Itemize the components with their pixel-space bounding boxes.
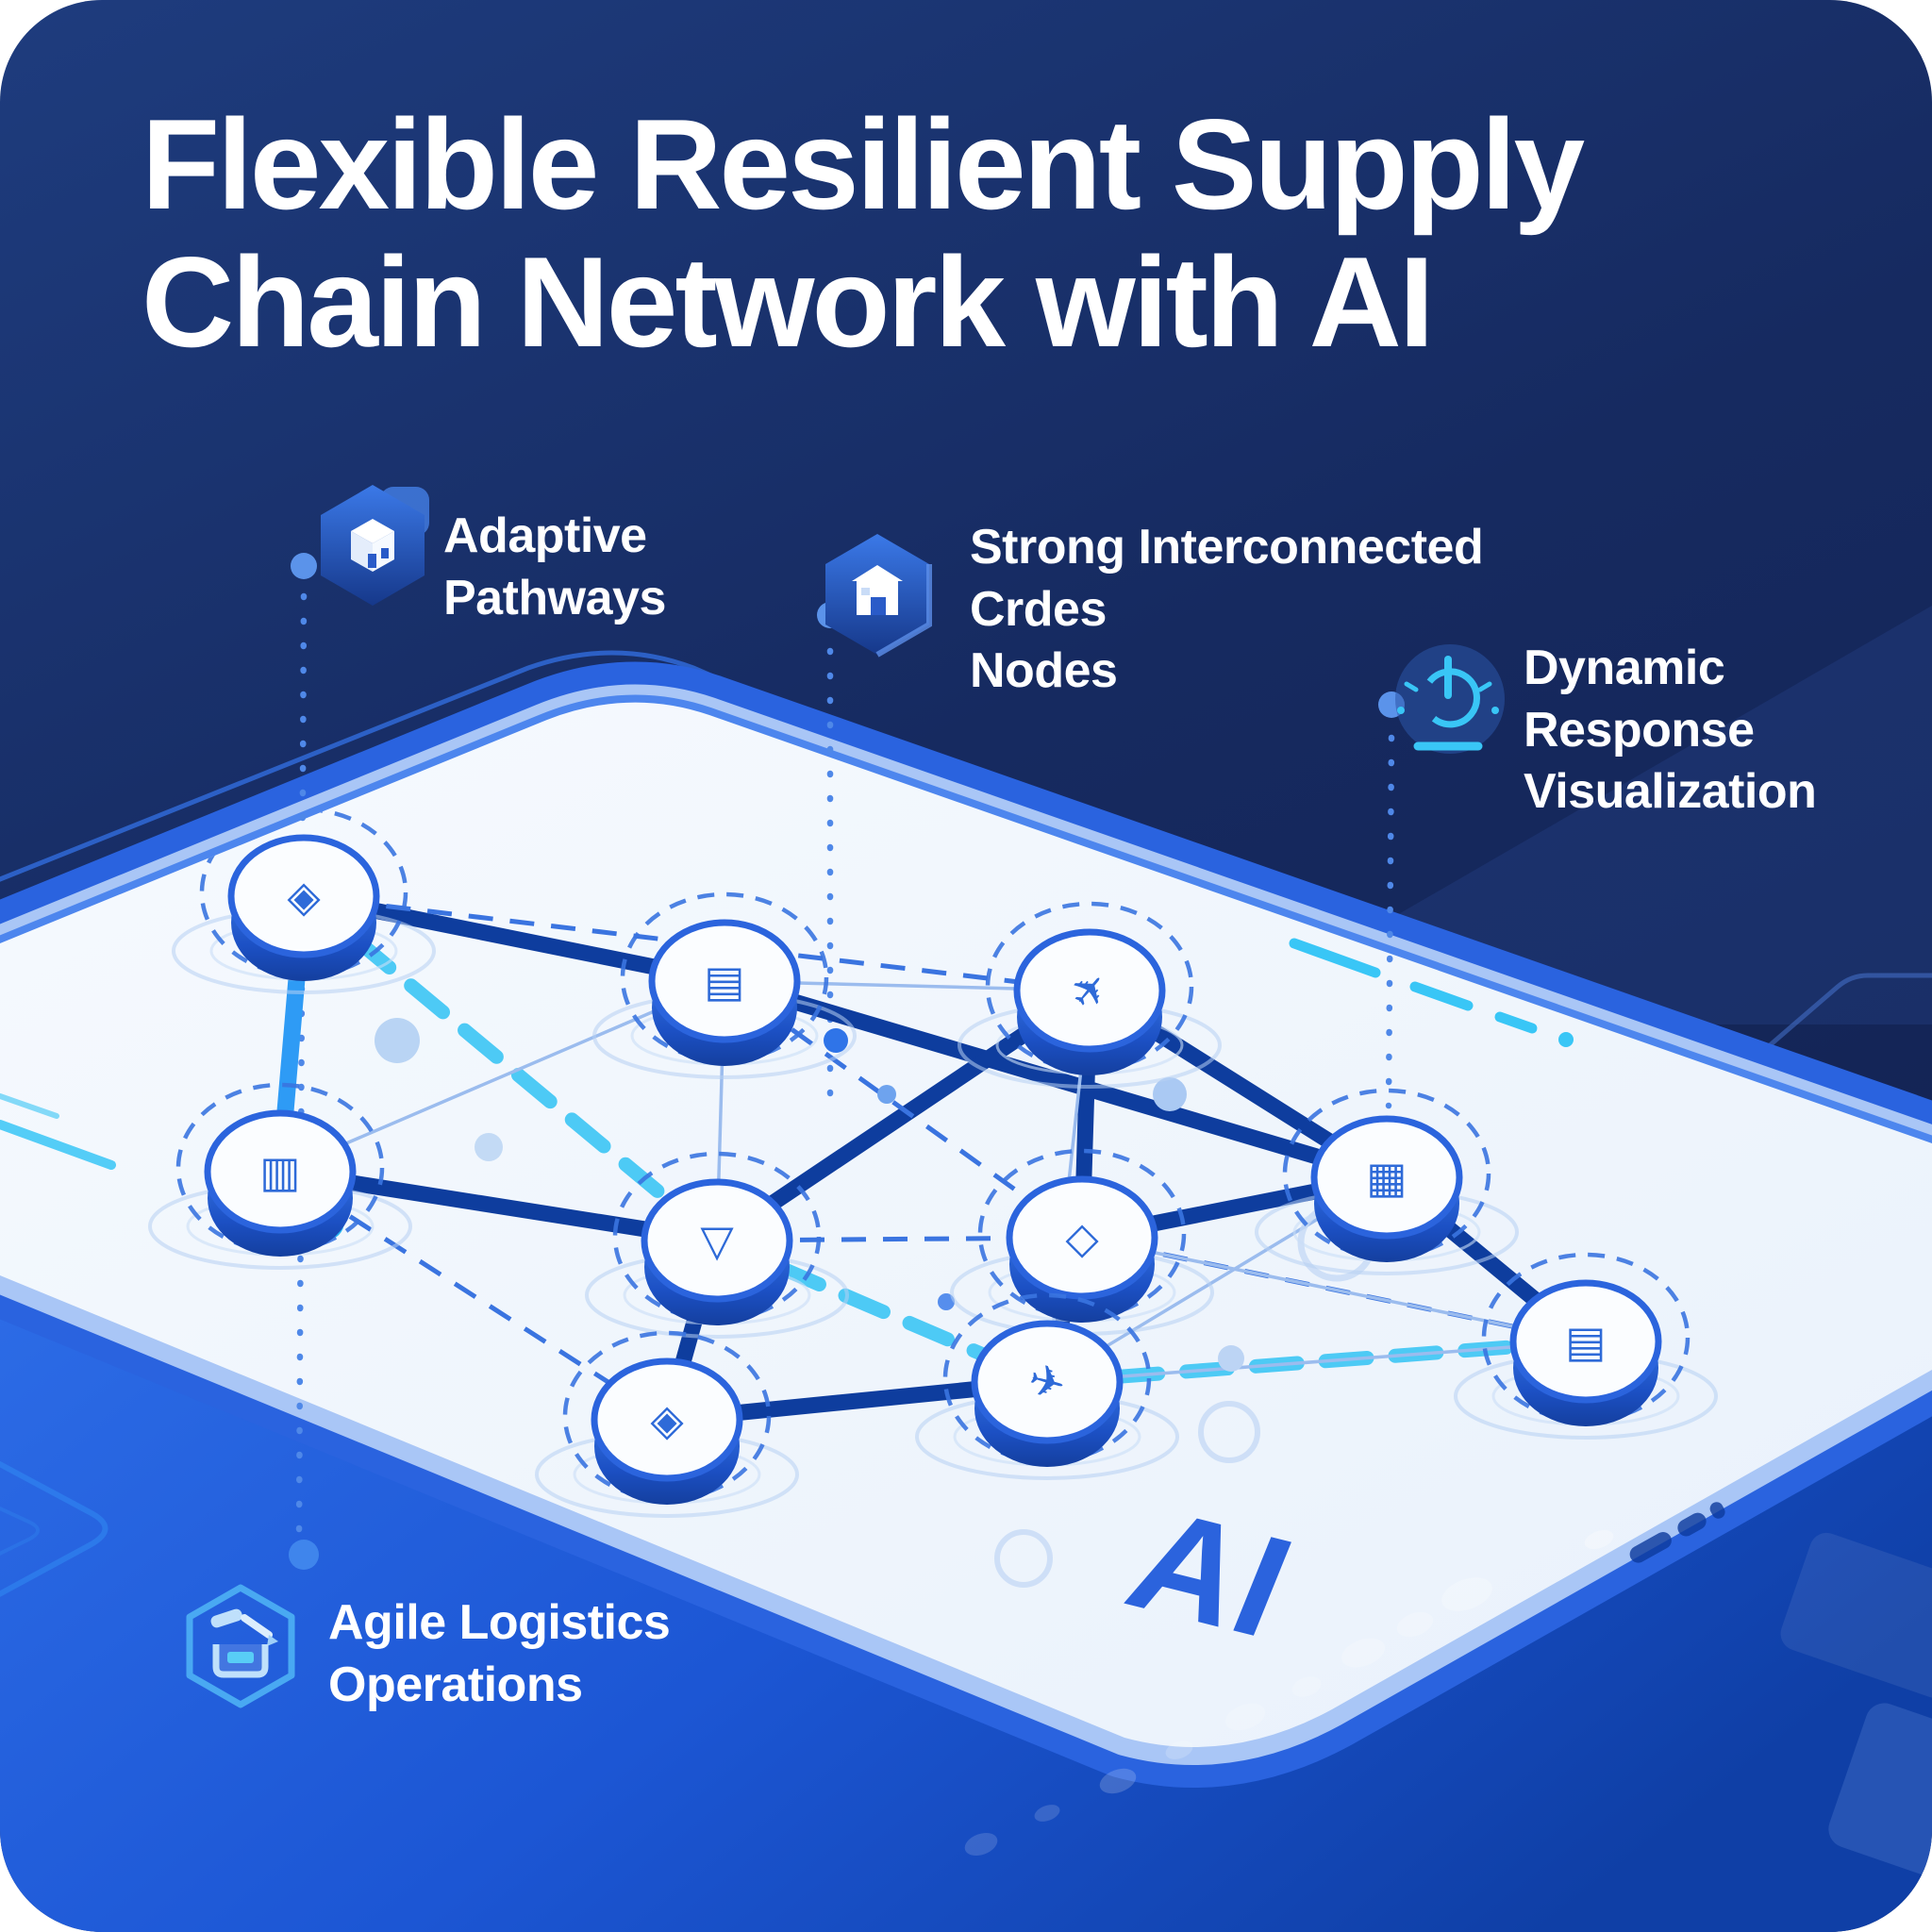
node-cylinder-top (1509, 1279, 1662, 1404)
package-node: ◈ (172, 807, 436, 994)
diamond-node: ◇ (950, 1148, 1214, 1336)
edge-n5-n2 (279, 979, 725, 1174)
title-line-1: Flexible Resilient Supply (142, 92, 1585, 236)
feature-adaptive-pathways: Adaptive Pathways (443, 506, 666, 629)
network-layer: ◈ ▤ ✈ ▦ ▥ ▽ ◇ ◈ ✈ ▤ (0, 807, 1718, 1588)
ghost-ring (1198, 1401, 1260, 1463)
node-dashed-halo (1481, 1252, 1690, 1424)
title-line-2: Chain Network with AI (142, 229, 1435, 374)
server-node: ▥ (148, 1082, 412, 1270)
funnel-node-icon: ▽ (700, 1215, 734, 1266)
cyan-dash (1289, 938, 1381, 978)
package-node-icon: ◈ (287, 871, 321, 922)
server-node-icon: ▥ (259, 1146, 300, 1197)
port-slot (1677, 1512, 1707, 1537)
connector-dot (291, 553, 317, 579)
edge-n5-n8 (278, 1169, 669, 1423)
connector-line-left (295, 592, 308, 1541)
waypoint-dot (475, 1133, 503, 1161)
platform-top-surface (0, 702, 1932, 1747)
port-slots (1629, 1502, 1725, 1563)
gem-node: ◈ (535, 1330, 799, 1518)
node-dashed-halo (942, 1292, 1152, 1464)
node-cylinder-top (641, 1178, 793, 1303)
platform-outline-echo (0, 650, 729, 882)
hexagon-cube-icon (321, 485, 429, 606)
node-cylinder-top (591, 1357, 743, 1482)
floor-pad (1828, 1703, 1932, 1904)
cyan-dash (1409, 981, 1474, 1011)
node-dashed-halo (175, 1082, 385, 1254)
feature-label-line: Agile Logistics (328, 1595, 671, 1650)
node-dashed-halo (985, 901, 1194, 1073)
feature-label-line: Pathways (443, 570, 666, 625)
stack-node-icon: ▤ (1565, 1316, 1606, 1367)
waypoint-dot (824, 1028, 848, 1053)
stack-node: ▤ (1454, 1252, 1718, 1440)
node-cylinder-top (1310, 1115, 1463, 1240)
cyan-dash (0, 1093, 59, 1119)
waypoint-dot (877, 1085, 896, 1104)
node-cylinder-top (204, 1109, 357, 1234)
node-dashed-halo (199, 807, 408, 978)
page-title: Flexible Resilient Supply Chain Network … (142, 92, 1585, 374)
edge-n10-n9 (1046, 1340, 1587, 1384)
edge-glow-dashes (0, 938, 1574, 1170)
crate-node: ▦ (1255, 1088, 1519, 1275)
node-cylinder-top (971, 1320, 1124, 1444)
feature-agile-logistics: Agile Logistics Operations (328, 1592, 671, 1716)
waypoint-dot (938, 1293, 955, 1310)
layers-node: ▤ (592, 891, 857, 1079)
feature-label-line: Adaptive (443, 508, 647, 563)
fading-dot-trail (964, 1529, 1614, 1857)
chevron-circuit-inner (0, 1506, 40, 1556)
waypoint-dot (375, 1018, 420, 1063)
plane-node: ✈ (958, 901, 1222, 1089)
port-slot (1709, 1502, 1725, 1519)
feature-label-line: Strong Interconnected (970, 520, 1484, 575)
feature-label-line: Crdes (970, 581, 1107, 637)
node-dashed-halo (612, 1151, 822, 1323)
crate-node-icon: ▦ (1366, 1152, 1407, 1203)
node-dashed-halo (1282, 1088, 1491, 1259)
feature-label-line: Response (1524, 702, 1755, 758)
ghost-ring (994, 1529, 1053, 1588)
feature-strong-nodes: Strong Interconnected Crdes Nodes (970, 517, 1484, 703)
node-cylinder-top (1013, 928, 1166, 1053)
waypoint-dot (1218, 1345, 1244, 1372)
jet-node: ✈ (915, 1292, 1179, 1480)
node-cylinder-top (227, 834, 380, 958)
network-nodes: ◈ ▤ ✈ ▦ ▥ ▽ ◇ ◈ ✈ ▤ (148, 807, 1718, 1518)
funnel-node: ▽ (585, 1151, 849, 1339)
hexagon-warehouse-icon (825, 534, 932, 658)
waypoint-dot (1153, 1077, 1187, 1111)
node-dashed-halo (977, 1148, 1187, 1320)
node-dashed-halo (620, 891, 829, 1063)
power-pulse-icon (1395, 644, 1505, 754)
connector-dot (289, 1540, 319, 1570)
diamond-node-icon: ◇ (1065, 1212, 1099, 1263)
floor-pad (1780, 1532, 1932, 1698)
cyan-dash-dot (1558, 1032, 1574, 1047)
feature-label-line: Nodes (970, 643, 1118, 699)
layers-node-icon: ▤ (704, 956, 744, 1007)
node-dashed-halo (562, 1330, 772, 1502)
feature-label-line: Dynamic (1524, 641, 1725, 695)
feature-label-line: Visualization (1524, 764, 1817, 820)
port-slot (1629, 1532, 1672, 1563)
circuit-trace-line (1691, 973, 1932, 1113)
feature-dynamic-response: Dynamic Response Visualization (1524, 638, 1817, 824)
cyan-dash (0, 1120, 116, 1170)
chevron-circuit-icon (0, 1460, 108, 1597)
cyan-dash (1494, 1011, 1538, 1034)
feature-label-line: Operations (328, 1657, 583, 1712)
hexagon-box-pencil-icon (186, 1584, 295, 1708)
edge-n2-n7 (723, 978, 1084, 1241)
node-cylinder-top (648, 919, 801, 1043)
gem-node-icon: ◈ (650, 1394, 684, 1445)
node-cylinder-top (1006, 1175, 1158, 1300)
edge-n10-n7 (1081, 1236, 1587, 1343)
